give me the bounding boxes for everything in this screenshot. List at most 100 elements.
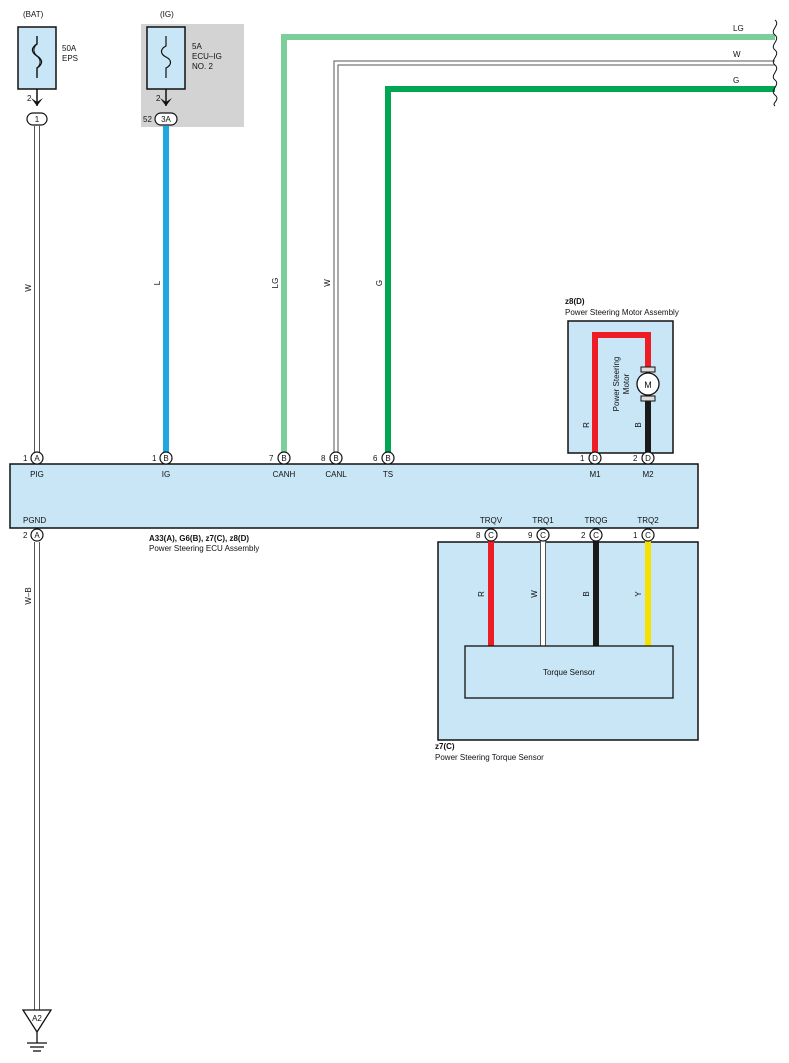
wire-motor-r xyxy=(592,332,651,452)
svg-text:C: C xyxy=(593,531,599,540)
ecu-top-pin: 1 D M1 xyxy=(580,454,601,479)
fuse-icon xyxy=(160,36,172,78)
svg-text:M2: M2 xyxy=(642,470,654,479)
wire-label-sensor-b: B xyxy=(582,591,591,596)
torque-sensor-box xyxy=(464,645,674,699)
ig-fuse xyxy=(146,26,186,90)
torque-sensor-name: Power Steering Torque Sensor xyxy=(435,753,544,762)
ecu-top-pin: 7 B CANH xyxy=(269,454,296,479)
ig-fuse-amp: 5A xyxy=(192,42,202,51)
ig-connector xyxy=(154,89,178,126)
svg-text:CANL: CANL xyxy=(325,470,347,479)
svg-text:TRQV: TRQV xyxy=(480,516,503,525)
motor-symbol: M xyxy=(644,380,652,390)
wire-label-w-top: W xyxy=(733,50,741,59)
ecu-top-pin: 2 D M2 xyxy=(633,454,654,479)
svg-text:A: A xyxy=(34,454,40,463)
svg-text:6: 6 xyxy=(373,454,378,463)
svg-text:D: D xyxy=(645,454,651,463)
svg-text:IG: IG xyxy=(162,470,170,479)
svg-text:M1: M1 xyxy=(589,470,601,479)
torque-sensor-id: z7(C) xyxy=(435,742,455,751)
ecu-bottom-pin: 1 C TRQ2 xyxy=(633,516,659,540)
motor-icon xyxy=(636,372,660,396)
svg-text:C: C xyxy=(540,531,546,540)
wire-label-g: G xyxy=(375,280,384,286)
svg-text:B: B xyxy=(385,454,390,463)
torque-sensor-assembly xyxy=(437,541,699,741)
pin-markers xyxy=(30,451,655,542)
svg-text:8: 8 xyxy=(476,531,481,540)
svg-text:2: 2 xyxy=(633,454,638,463)
svg-text:9: 9 xyxy=(528,531,533,540)
wire-label-g-top: G xyxy=(733,76,739,85)
svg-text:2: 2 xyxy=(581,531,586,540)
wire-label-motor-b: B xyxy=(634,422,643,427)
wire-w xyxy=(333,60,775,452)
svg-text:2: 2 xyxy=(23,531,28,540)
svg-text:A: A xyxy=(34,531,40,540)
wire-label-sensor-r: R xyxy=(477,591,486,597)
ecu-bottom-pin: 2 A PGND xyxy=(23,516,46,540)
wire-g xyxy=(385,86,775,452)
wire-label-w: W xyxy=(323,279,332,287)
ecu-top-pin: 1 A PIG xyxy=(23,454,44,479)
svg-text:B: B xyxy=(163,454,168,463)
wire-label-bat-w: W xyxy=(24,284,33,292)
motor-inner-label-1: Power Steering xyxy=(612,357,621,412)
ig-conn-pin: 3A xyxy=(161,115,171,124)
svg-text:7: 7 xyxy=(269,454,274,463)
svg-text:1: 1 xyxy=(633,531,638,540)
bat-connector xyxy=(26,89,48,126)
svg-text:PIG: PIG xyxy=(30,470,44,479)
ig-fuse-pin: 2 xyxy=(156,94,161,103)
wire-label-lg: LG xyxy=(271,278,280,289)
svg-text:B: B xyxy=(333,454,338,463)
svg-text:TRQ1: TRQ1 xyxy=(532,516,554,525)
wire-label-sensor-w: W xyxy=(530,590,539,598)
svg-text:1: 1 xyxy=(152,454,157,463)
svg-text:CANH: CANH xyxy=(273,470,296,479)
wire-lg xyxy=(281,34,775,452)
ecu-bottom-pin: 8 C TRQV xyxy=(476,516,503,540)
bat-label: (BAT) xyxy=(23,10,44,19)
bat-fuse-name: EPS xyxy=(62,54,78,63)
bat-fuse-pin: 2 xyxy=(27,94,32,103)
motor-assembly xyxy=(567,320,674,454)
ground-icon xyxy=(21,1009,53,1052)
svg-text:1: 1 xyxy=(23,454,28,463)
svg-text:B: B xyxy=(281,454,286,463)
ig-label: (IG) xyxy=(160,10,174,19)
svg-text:TRQ2: TRQ2 xyxy=(637,516,659,525)
svg-text:C: C xyxy=(488,531,494,540)
svg-text:PGND: PGND xyxy=(23,516,46,525)
ig-conn-num: 52 xyxy=(143,115,152,124)
ecu-top-pin: 8 B CANL xyxy=(321,454,347,479)
ecu-assembly xyxy=(9,463,699,529)
svg-text:D: D xyxy=(592,454,598,463)
svg-text:C: C xyxy=(645,531,651,540)
motor-id: z8(D) xyxy=(565,297,585,306)
ecu-bottom-pin: 9 C TRQ1 xyxy=(528,516,554,540)
ecu-caption-id: A33(A), G6(B), z7(C), z8(D) xyxy=(149,534,249,543)
motor-name: Power Steering Motor Assembly xyxy=(565,308,679,317)
ground-label: A2 xyxy=(32,1014,42,1023)
bat-fuse xyxy=(17,26,57,90)
ecu-top-pin: 6 B TS xyxy=(373,454,393,479)
motor-inner-label-2: Motor xyxy=(622,373,631,394)
ig-fuse-name-2: NO. 2 xyxy=(192,62,213,71)
bat-conn-pin: 1 xyxy=(35,115,40,124)
wire-label-ig-l: L xyxy=(153,280,162,285)
continuation-break-icon xyxy=(772,19,778,107)
bat-fuse-amp: 50A xyxy=(62,44,77,53)
svg-text:1: 1 xyxy=(580,454,585,463)
ecu-caption-name: Power Steering ECU Assembly xyxy=(149,544,259,553)
svg-text:8: 8 xyxy=(321,454,326,463)
ecu-top-pin: 1 B IG xyxy=(152,454,170,479)
wire-label-sensor-y: Y xyxy=(634,591,643,597)
wire-label-ground: W–B xyxy=(24,587,33,604)
svg-text:TRQG: TRQG xyxy=(584,516,607,525)
ig-fuse-name: ECU–IG xyxy=(192,52,222,61)
ecu-bottom-pin: 2 C TRQG xyxy=(581,516,608,540)
wire-label-motor-r: R xyxy=(582,422,591,428)
